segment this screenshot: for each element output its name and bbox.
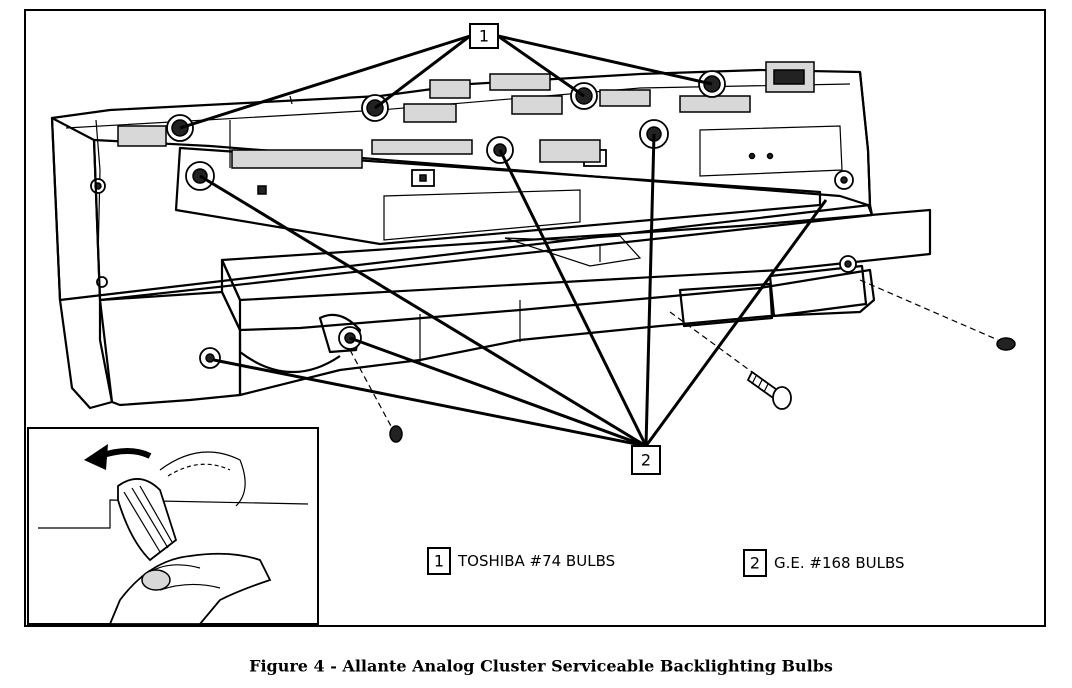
legend: 1 TOSHIBA #74 BULBS 2 G.E. #168 BULBS [427, 547, 905, 577]
callout-2: 2 [631, 445, 661, 475]
rotate-arrow-icon [84, 444, 152, 470]
callout-2-leaders [199, 133, 828, 448]
callout-1-leaders [179, 34, 713, 130]
legend-item-1-text: TOSHIBA #74 BULBS [457, 552, 615, 570]
screws [349, 279, 1016, 443]
screw-right [859, 279, 1016, 351]
hand-icon [108, 478, 272, 625]
legend-item-1: 1 TOSHIBA #74 BULBS [427, 547, 615, 575]
legend-item-1-number: 1 [434, 552, 444, 571]
instrument-cluster [50, 61, 932, 410]
figure-caption: Figure 4 - Allante Analog Cluster Servic… [249, 657, 833, 676]
legend-item-2-number: 2 [750, 554, 760, 573]
callout-1-label: 1 [479, 27, 489, 46]
legend-item-2: 2 G.E. #168 BULBS [743, 549, 905, 577]
screw-middle [669, 311, 792, 410]
legend-item-2-text: G.E. #168 BULBS [774, 554, 905, 572]
bulb-removal-inset [27, 427, 319, 625]
figure-frame [24, 9, 1046, 627]
callout-2-label: 2 [641, 451, 651, 470]
screw-left [349, 349, 403, 443]
callout-1: 1 [469, 23, 499, 49]
